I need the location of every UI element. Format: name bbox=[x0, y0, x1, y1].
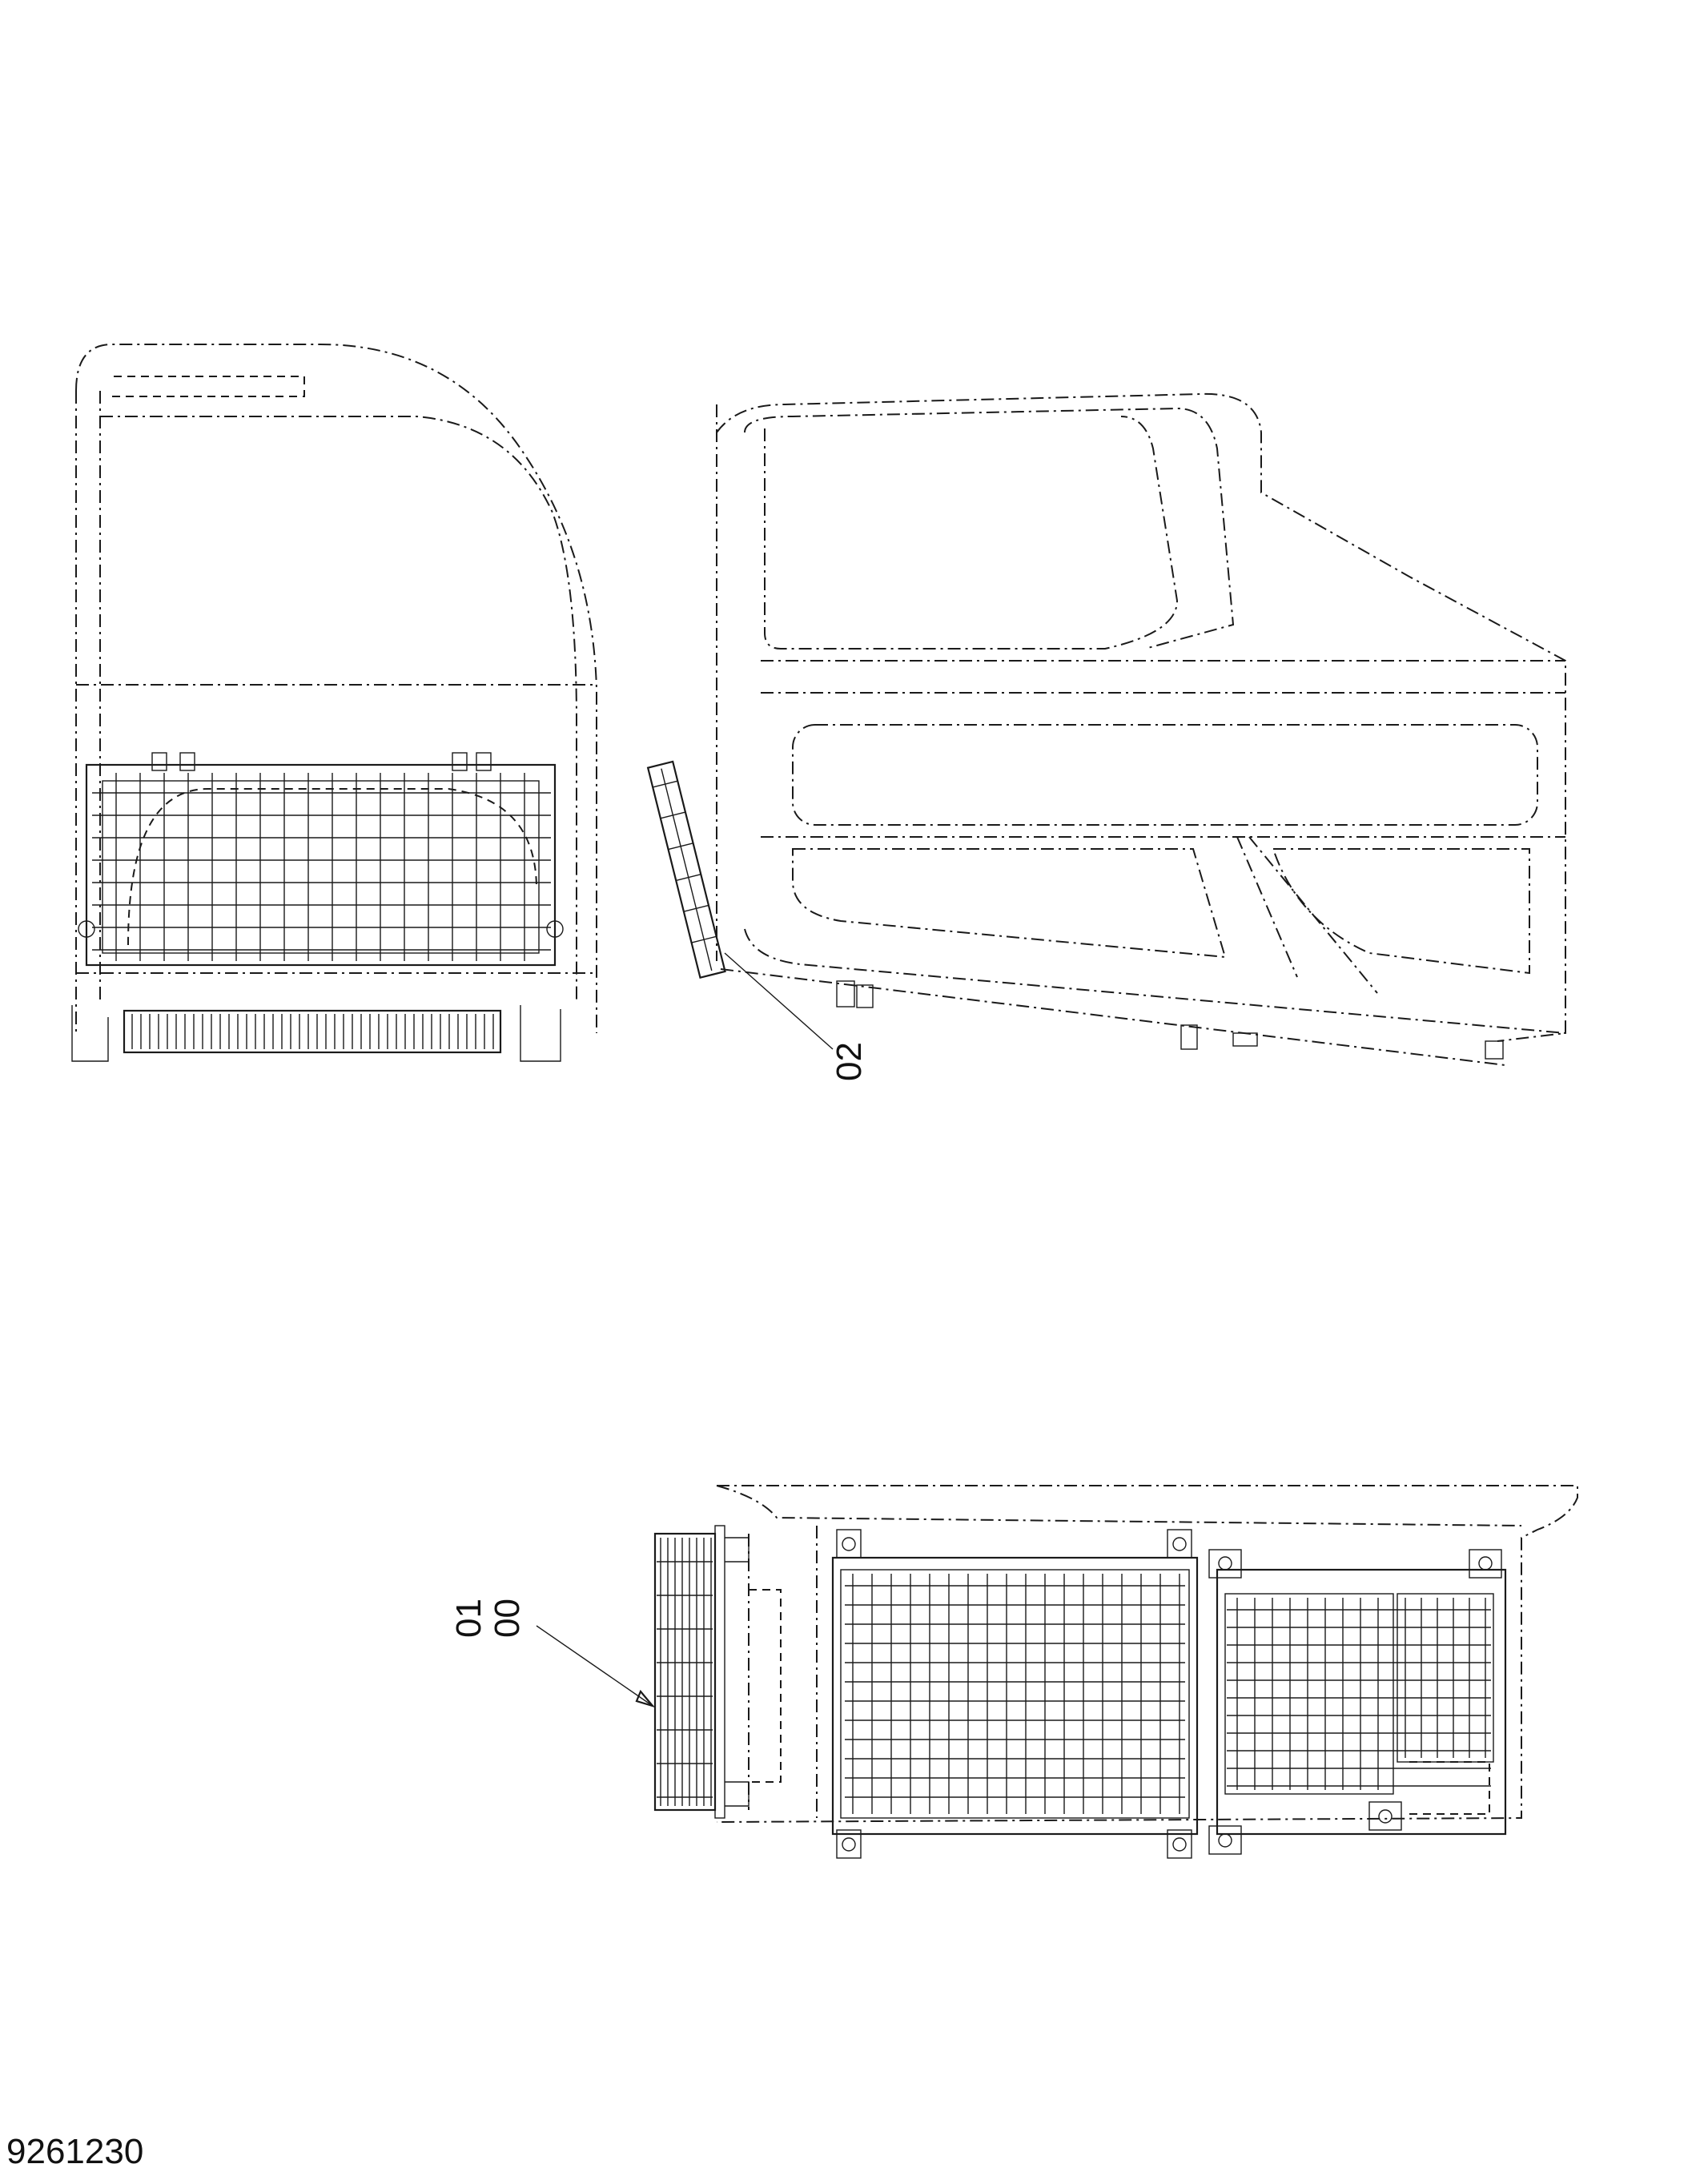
filter-tick bbox=[683, 904, 709, 912]
top-main-mesh bbox=[831, 1529, 1199, 1859]
callout-01: 01 bbox=[449, 1599, 488, 1638]
leader-02 bbox=[724, 952, 834, 1050]
side-filter-part-02 bbox=[646, 760, 726, 979]
filter-tick bbox=[653, 780, 678, 788]
filter-tick bbox=[660, 811, 686, 819]
filter-tick bbox=[676, 873, 701, 882]
drawing-number: 9261230 bbox=[6, 2132, 144, 2171]
front-bottom-louver bbox=[71, 1005, 561, 1062]
side-view: 02 bbox=[646, 392, 1566, 1081]
leader-01-00 bbox=[536, 1625, 653, 1707]
filter-tick bbox=[691, 935, 717, 943]
top-filter-part-01 bbox=[653, 1525, 750, 1819]
front-view bbox=[71, 344, 597, 1062]
callout-02: 02 bbox=[830, 1042, 869, 1081]
filter-tick bbox=[668, 843, 693, 851]
callout-00: 00 bbox=[488, 1599, 527, 1638]
front-grille bbox=[78, 752, 564, 967]
top-view: 01 00 bbox=[449, 1485, 1578, 1859]
top-secondary-mesh bbox=[1208, 1549, 1507, 1855]
